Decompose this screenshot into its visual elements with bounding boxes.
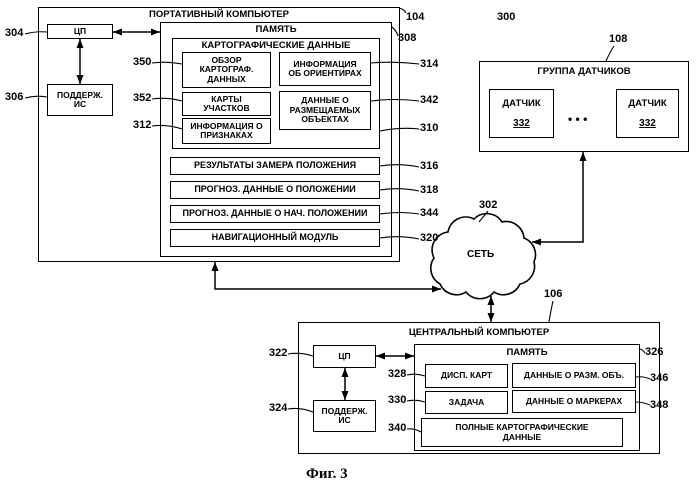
map-overview-box: ОБЗОР КАРТОГРАФ. ДАННЫХ [182, 52, 271, 88]
ref-324: 324 [269, 402, 287, 415]
area-maps-label: КАРТЫ УЧАСТКОВ [203, 95, 249, 114]
central-computer-title: ЦЕНТРАЛЬНЫЙ КОМПЬЮТЕР [298, 327, 660, 338]
sensor-label: ДАТЧИК [502, 98, 540, 109]
portable-support-ic-box: ПОДДЕРЖ. ИС [47, 84, 113, 116]
central-support-ic-box: ПОДДЕРЖ. ИС [313, 400, 376, 432]
portable-network-arrow [215, 262, 441, 289]
feature-info-box: ИНФОРМАЦИЯ О ПРИЗНАКАХ [182, 118, 271, 144]
placed-object-data-box: ДАННЫЕ О РАЗМ. ОБЪ. [512, 363, 636, 388]
sensor-ref: 332 [639, 118, 656, 129]
central-support-ic-label: ПОДДЕРЖ. ИС [322, 407, 368, 426]
position-measurements-label: РЕЗУЛЬТАТЫ ЗАМЕРА ПОЛОЖЕНИЯ [194, 161, 356, 171]
ref-108: 108 [609, 33, 627, 46]
sensor-box: ДАТЧИК 332 [616, 89, 679, 138]
marker-data-label: ДАННЫЕ О МАРКЕРАХ [526, 397, 622, 406]
ref-314: 314 [420, 58, 438, 71]
ref-352: 352 [133, 92, 151, 105]
area-maps-box: КАРТЫ УЧАСТКОВ [182, 92, 271, 116]
ref-300: 300 [497, 11, 515, 24]
sensor-label: ДАТЧИК [628, 98, 666, 109]
ref-328: 328 [388, 368, 406, 381]
ref-318: 318 [420, 184, 438, 197]
predicted-initial-position-box: ПРОГНОЗ. ДАННЫЕ О НАЧ. ПОЛОЖЕНИИ [170, 205, 380, 223]
ref-344: 344 [420, 207, 438, 220]
ref-310: 310 [420, 122, 438, 135]
position-measurements-box: РЕЗУЛЬТАТЫ ЗАМЕРА ПОЛОЖЕНИЯ [170, 157, 380, 175]
marker-data-box: ДАННЫЕ О МАРКЕРАХ [512, 390, 636, 413]
portable-computer-title: ПОРТАТИВНЫЙ КОМПЬЮТЕР [38, 9, 400, 20]
ref-346: 346 [650, 372, 668, 385]
placed-objects-box: ДАННЫЕ О РАЗМЕЩАЕМЫХ ОБЪЕКТАХ [279, 91, 371, 130]
full-cartographic-data-label: ПОЛНЫЕ КАРТОГРАФИЧЕСКИЕ ДАННЫЕ [455, 423, 588, 442]
ref-306: 306 [5, 91, 23, 104]
navigation-module-label: НАВИГАЦИОННЫЙ МОДУЛЬ [212, 233, 339, 243]
sensor-box: ДАТЧИК 332 [489, 89, 554, 138]
ref-330: 330 [388, 394, 406, 407]
ref-104: 104 [406, 11, 424, 24]
map-dispatcher-box: ДИСП. КАРТ [425, 364, 508, 388]
portable-cpu-box: ЦП [47, 24, 113, 39]
navigation-module-box: НАВИГАЦИОННЫЙ МОДУЛЬ [170, 229, 380, 247]
portable-memory-title: ПАМЯТЬ [160, 24, 392, 35]
ref-316: 316 [420, 160, 438, 173]
leader-106 [549, 301, 553, 322]
predicted-initial-position-label: ПРОГНОЗ. ДАННЫЕ О НАЧ. ПОЛОЖЕНИИ [183, 209, 368, 219]
portable-support-ic-label: ПОДДЕРЖ. ИС [57, 91, 103, 110]
sensor-ellipsis: • • • [568, 112, 587, 126]
sensor-ref: 332 [513, 118, 530, 129]
ref-320: 320 [420, 232, 438, 245]
placed-object-data-label: ДАННЫЕ О РАЗМ. ОБЪ. [524, 371, 624, 380]
leader-108 [606, 46, 614, 61]
predicted-position-box: ПРОГНОЗ. ДАННЫЕ О ПОЛОЖЕНИИ [170, 181, 380, 199]
map-overview-label: ОБЗОР КАРТОГРАФ. ДАННЫХ [200, 56, 254, 84]
ref-106: 106 [544, 288, 562, 301]
ref-312: 312 [133, 119, 151, 132]
feature-info-label: ИНФОРМАЦИЯ О ПРИЗНАКАХ [190, 122, 262, 141]
leader-104 [399, 8, 406, 13]
ref-340: 340 [388, 422, 406, 435]
landmark-info-box: ИНФОРМАЦИЯ ОБ ОРИЕНТИРАХ [279, 52, 371, 86]
map-dispatcher-label: ДИСП. КАРТ [441, 371, 492, 380]
ref-308: 308 [398, 32, 416, 45]
network-sensor-group-arrow [532, 152, 583, 242]
landmark-info-label: ИНФОРМАЦИЯ ОБ ОРИЕНТИРАХ [288, 60, 361, 79]
task-label: ЗАДАЧА [449, 398, 484, 407]
placed-objects-label: ДАННЫЕ О РАЗМЕЩАЕМЫХ ОБЪЕКТАХ [290, 96, 361, 124]
ref-304: 304 [5, 27, 23, 40]
sensor-group-title: ГРУППА ДАТЧИКОВ [479, 66, 689, 77]
portable-cpu-label: ЦП [74, 27, 86, 36]
ref-342: 342 [420, 94, 438, 107]
ref-348: 348 [650, 399, 668, 412]
predicted-position-label: ПРОГНОЗ. ДАННЫЕ О ПОЛОЖЕНИИ [194, 185, 355, 195]
ref-326: 326 [645, 346, 663, 359]
ref-350: 350 [133, 56, 151, 69]
central-memory-title: ПАМЯТЬ [414, 347, 640, 358]
central-cpu-box: ЦП [313, 345, 376, 368]
figure-caption: Фиг. 3 [306, 466, 348, 483]
cartographic-data-title: КАРТОГРАФИЧЕСКИЕ ДАННЫЕ [172, 40, 380, 51]
ref-302: 302 [479, 199, 497, 212]
full-cartographic-data-box: ПОЛНЫЕ КАРТОГРАФИЧЕСКИЕ ДАННЫЕ [421, 418, 623, 447]
central-cpu-label: ЦП [338, 352, 350, 361]
ref-322: 322 [269, 347, 287, 360]
task-box: ЗАДАЧА [425, 391, 508, 414]
network-label: СЕТЬ [467, 249, 494, 260]
